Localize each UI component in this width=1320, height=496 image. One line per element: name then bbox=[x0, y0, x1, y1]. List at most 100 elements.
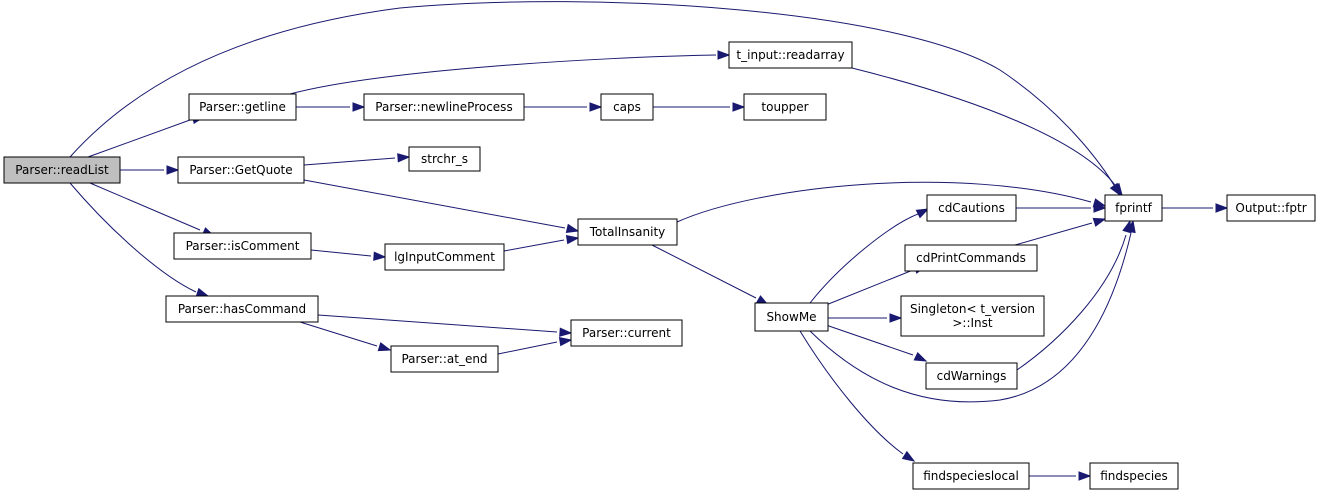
arrow-head bbox=[1215, 203, 1229, 213]
arrow-head bbox=[732, 102, 746, 112]
edge-readList-to-getline bbox=[87, 114, 206, 158]
nodes-layer: Parser::readList Parser::getlineParser::G… bbox=[3, 41, 1316, 490]
edge-lgInputComment-to-TotalInsanity bbox=[503, 234, 580, 252]
node-box[interactable] bbox=[754, 302, 829, 332]
node-hasCommand[interactable]: Parser::hasCommand bbox=[165, 295, 319, 323]
edge-line bbox=[87, 119, 191, 158]
node-box[interactable] bbox=[1104, 194, 1163, 222]
edge-line bbox=[851, 67, 1116, 186]
node-label: cdWarnings bbox=[937, 369, 1007, 383]
node-box[interactable] bbox=[577, 218, 678, 246]
arrow-head bbox=[1093, 203, 1107, 213]
node-label: fprintf bbox=[1115, 201, 1152, 215]
node-newlineProcess[interactable]: Parser::newlineProcess bbox=[363, 93, 525, 121]
node-box[interactable] bbox=[728, 41, 853, 69]
edge-line bbox=[676, 181, 1092, 223]
node-label: >::Inst bbox=[952, 316, 993, 330]
edge-line bbox=[69, 182, 197, 293]
node-label: Parser::GetQuote bbox=[189, 163, 292, 177]
node-strchr_s[interactable]: strchr_s bbox=[408, 146, 481, 172]
edge-line bbox=[310, 249, 372, 257]
edge-isComment-to-lgInputComment bbox=[310, 249, 387, 261]
node-label: toupper bbox=[761, 100, 808, 114]
node-box[interactable] bbox=[912, 462, 1030, 490]
node-current[interactable]: Parser::current bbox=[570, 319, 683, 347]
node-findspecieslocal[interactable]: findspecieslocal bbox=[912, 462, 1030, 490]
arrow-head bbox=[377, 342, 392, 352]
node-cdPrintCommands[interactable]: cdPrintCommands bbox=[904, 244, 1038, 272]
node-box[interactable] bbox=[408, 146, 481, 172]
node-readarray[interactable]: t_input::readarray bbox=[728, 41, 853, 69]
edge-at_end-to-current bbox=[497, 336, 573, 355]
arrow-head bbox=[565, 234, 580, 245]
edge-line bbox=[503, 239, 565, 252]
node-isComment[interactable]: Parser::isComment bbox=[173, 232, 312, 260]
arrow-head bbox=[1111, 182, 1123, 197]
edge-TotalInsanity-to-ShowMe bbox=[651, 244, 770, 306]
node-label: TotalInsanity bbox=[589, 225, 666, 239]
node-fptr[interactable]: Output::fptr bbox=[1226, 194, 1316, 222]
node-at_end[interactable]: Parser::at_end bbox=[390, 345, 499, 373]
edge-line bbox=[799, 330, 904, 455]
node-box[interactable] bbox=[926, 194, 1017, 222]
arrow-head bbox=[559, 327, 573, 337]
edge-line bbox=[1016, 234, 1127, 371]
node-box[interactable] bbox=[384, 243, 505, 271]
node-box[interactable] bbox=[363, 93, 525, 121]
node-label: lgInputComment bbox=[394, 250, 495, 264]
node-box[interactable] bbox=[177, 156, 305, 184]
node-box[interactable] bbox=[1226, 194, 1316, 222]
node-fprintf[interactable]: fprintf bbox=[1104, 194, 1163, 222]
node-label: Singleton< t_version bbox=[910, 302, 1035, 316]
node-toupper[interactable]: toupper bbox=[743, 93, 827, 121]
node-findspecies[interactable]: findspecies bbox=[1089, 462, 1179, 490]
node-cdWarnings[interactable]: cdWarnings bbox=[925, 362, 1018, 390]
node-box[interactable] bbox=[165, 295, 319, 323]
edge-GetQuote-to-TotalInsanity bbox=[303, 179, 580, 233]
node-getline[interactable]: Parser::getline bbox=[188, 93, 297, 121]
edge-ShowMe-to-cdCautions bbox=[809, 208, 930, 304]
arrow-head bbox=[352, 102, 366, 112]
node-Singleton[interactable]: Singleton< t_version>::Inst bbox=[900, 295, 1045, 337]
node-label: findspecies bbox=[1100, 469, 1168, 483]
node-caps[interactable]: caps bbox=[600, 93, 654, 121]
arrow-head bbox=[195, 287, 210, 297]
node-box[interactable] bbox=[600, 93, 654, 121]
node-cdCautions[interactable]: cdCautions bbox=[926, 194, 1017, 222]
edge-getline-to-readarray bbox=[289, 50, 731, 95]
edge-readList-to-hasCommand bbox=[69, 182, 210, 297]
edge-readList-to-isComment bbox=[89, 182, 216, 237]
node-box[interactable] bbox=[1089, 462, 1179, 490]
node-box[interactable] bbox=[390, 345, 499, 373]
node-lgInputComment[interactable]: lgInputComment bbox=[384, 243, 505, 271]
arrow-head bbox=[373, 251, 387, 261]
node-box[interactable] bbox=[188, 93, 297, 121]
edges-layer bbox=[69, 1, 1229, 481]
node-box[interactable] bbox=[743, 93, 827, 121]
arrow-head bbox=[565, 223, 580, 233]
node-label: strchr_s bbox=[421, 152, 468, 166]
arrow-head bbox=[1092, 217, 1107, 227]
arrow-head bbox=[1122, 219, 1132, 234]
edge-GetQuote-to-strchr_s bbox=[303, 153, 411, 166]
node-box[interactable] bbox=[904, 244, 1038, 272]
node-box[interactable] bbox=[925, 362, 1018, 390]
edge-cdPrintCommands-to-fprintf bbox=[1014, 217, 1107, 246]
node-ShowMe[interactable]: ShowMe bbox=[754, 302, 829, 332]
node-box[interactable] bbox=[173, 232, 312, 260]
edge-line bbox=[317, 314, 558, 333]
node-box[interactable] bbox=[570, 319, 683, 347]
edge-hasCommand-to-at_end bbox=[299, 321, 392, 352]
node-box[interactable] bbox=[900, 295, 1045, 337]
node-TotalInsanity[interactable]: TotalInsanity bbox=[577, 218, 678, 246]
node-readList[interactable]: Parser::readList bbox=[3, 156, 121, 184]
edge-line bbox=[809, 232, 1132, 403]
edge-line bbox=[497, 341, 558, 355]
node-label: cdCautions bbox=[938, 201, 1005, 215]
arrow-head bbox=[589, 102, 603, 112]
edge-caps-to-toupper bbox=[653, 102, 746, 112]
node-box[interactable] bbox=[3, 156, 121, 184]
edge-getline-to-newlineProcess bbox=[296, 102, 366, 112]
node-GetQuote[interactable]: Parser::GetQuote bbox=[177, 156, 305, 184]
